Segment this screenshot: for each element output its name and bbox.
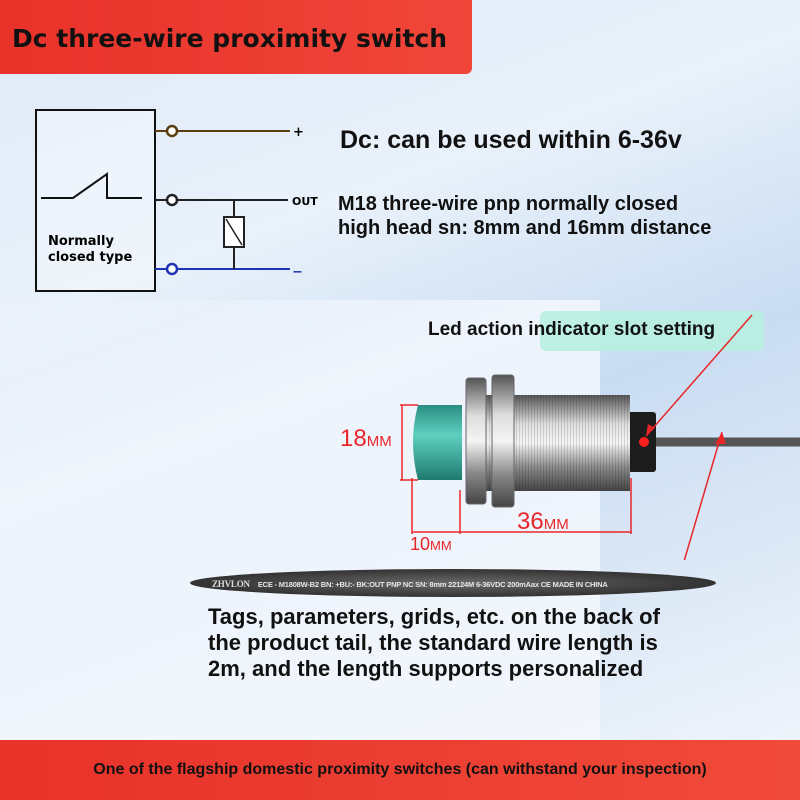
page-title: Dc three-wire proximity switch	[12, 24, 448, 53]
tags-description: Tags, parameters, grids, etc. on the bac…	[208, 604, 660, 681]
origin-text: MADE IN CHINA	[552, 580, 608, 589]
dimension-value: 10	[410, 534, 431, 554]
cable-label: ZHVLON ECE - M1808W-B2 BN: +BU:- BK:OUT P…	[190, 569, 716, 597]
type-label: closed type	[48, 250, 132, 265]
dimension-value: 18	[340, 425, 367, 452]
minus-label: −	[292, 265, 303, 280]
terminal-plus	[165, 124, 179, 138]
led-indicator	[639, 437, 649, 447]
dimension-unit: MM	[430, 538, 452, 553]
arrow-icon	[646, 424, 655, 436]
ce-mark: CE	[540, 580, 551, 589]
out-label: OUT	[292, 195, 318, 208]
plus-label: +	[293, 125, 304, 140]
led-callout-text: Led action indicator slot setting	[428, 319, 716, 340]
brand-logo: ZHVLON	[212, 579, 250, 589]
dimension-value: 36	[517, 508, 544, 535]
background-shape	[0, 300, 600, 740]
dimension-unit: MM	[366, 433, 392, 450]
wiring-diagram: Normally closed type + OUT −	[35, 109, 318, 292]
nut	[491, 374, 515, 508]
voltage-text: Dc: can be used within 6-36v	[340, 126, 682, 154]
arrow-icon	[715, 432, 726, 444]
switch-symbol	[41, 172, 142, 199]
cable-label-text: ECE - M1808W-B2 BN: +BU:- BK:OUT PNP NC …	[257, 580, 539, 589]
sensor-illustration	[400, 314, 800, 560]
terminal-out	[165, 193, 179, 207]
dimension-lines	[400, 314, 753, 560]
dimension-unit: MM	[543, 516, 569, 533]
footer-text: One of the flagship domestic proximity s…	[93, 761, 707, 778]
length-dimension: 36MM	[517, 508, 569, 536]
terminal-minus	[165, 262, 179, 276]
type-label: Normally	[48, 234, 114, 249]
sensor-cap	[413, 405, 462, 480]
diameter-dimension: 18MM	[340, 425, 392, 453]
head-dimension: 10MM	[410, 534, 452, 555]
nut	[465, 377, 487, 505]
title-banner: Dc three-wire proximity switch	[0, 0, 472, 74]
spec-line: M18 three-wire pnp normally closed	[338, 193, 679, 215]
spec-line: high head sn: 8mm and 16mm distance	[338, 217, 712, 239]
footer-banner: One of the flagship domestic proximity s…	[0, 740, 800, 800]
